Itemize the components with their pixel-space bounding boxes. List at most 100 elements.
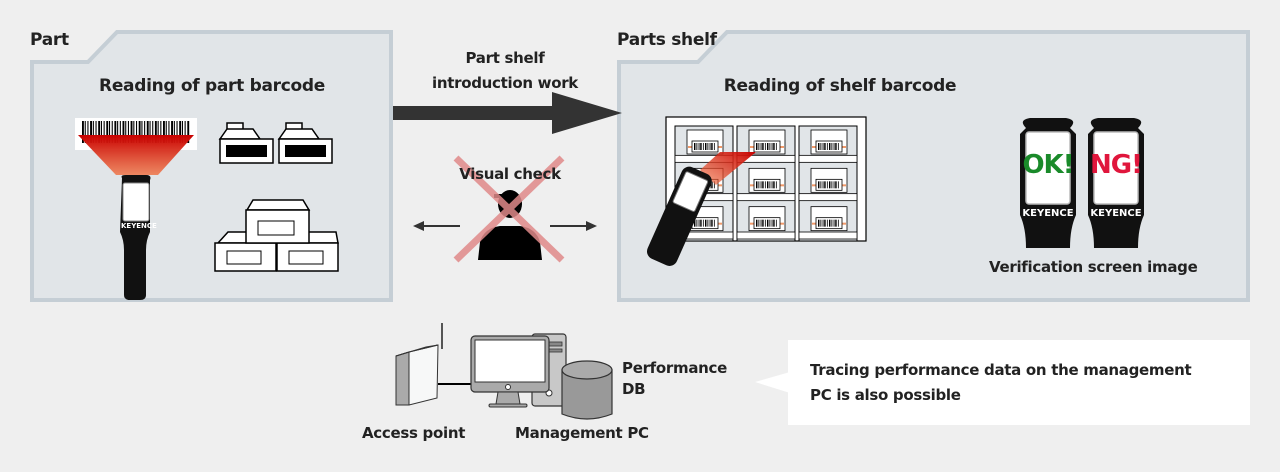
barcode-bar (830, 181, 832, 189)
management-pc-label: Management PC (515, 424, 649, 442)
barcode-bar (714, 181, 715, 189)
callout-line2: PC is also possible (810, 386, 961, 404)
part-tray-icon (218, 122, 274, 164)
barcode-bar (759, 219, 761, 227)
barcode-bar (757, 181, 759, 189)
barcode-bar (168, 121, 170, 143)
shelf-board (798, 154, 858, 163)
barcode-bar (825, 143, 827, 150)
barcode-bar (818, 143, 820, 150)
barcode-bar (119, 121, 121, 143)
barcode-bar (838, 143, 839, 150)
barcode-bar (838, 219, 839, 227)
barcode-bar (823, 143, 825, 150)
barcode-bar (827, 143, 828, 150)
barcode-bar (187, 121, 190, 143)
shelf-barcode (815, 217, 843, 230)
barcode-bar (163, 121, 165, 143)
barcode-bar (125, 121, 127, 143)
barcode-bar (144, 121, 146, 143)
barcode-bar (767, 219, 769, 227)
barcode-bar (699, 143, 701, 150)
part-panel-tab: Part (30, 30, 69, 50)
barcode-bar (776, 219, 777, 227)
barcode-bar (708, 219, 710, 227)
shelf-barcode (753, 217, 781, 230)
barcode-bar (111, 121, 113, 143)
barcode-bar (703, 219, 704, 227)
barcode-bar (712, 181, 714, 189)
shelf-panel-tab: Parts shelf (617, 30, 717, 50)
barcode-bar (763, 143, 765, 150)
barcode-bar (703, 143, 704, 150)
barcode-bar (92, 121, 94, 143)
barcode-bar (708, 143, 710, 150)
barcode-bar (759, 143, 761, 150)
database-icon (561, 360, 613, 420)
barcode-bar (106, 121, 109, 143)
barcode-bar (154, 121, 157, 143)
barcode-bar (761, 219, 763, 227)
barcode-bar (823, 181, 825, 189)
barcode-bar (712, 143, 714, 150)
barcode-bar (819, 143, 821, 150)
flow-arrow-label-line1: Part shelf (465, 49, 545, 67)
shelf-scan-beam (700, 152, 756, 185)
barcode-bar (827, 181, 828, 189)
barcode-bar (710, 143, 712, 150)
barcode-bar (98, 121, 101, 143)
shelf-board (798, 193, 858, 202)
barcode-bar (149, 121, 151, 143)
handheld-scanner-icon (120, 175, 151, 300)
flow-arrow (393, 92, 622, 134)
ng-device-brand: KEYENCE (1090, 208, 1142, 219)
barcode-bar (763, 219, 765, 227)
performance-db-label-line2: DB (622, 380, 646, 398)
callout-box: Tracing performance data on the manageme… (788, 340, 1250, 425)
barcode-bar (122, 121, 125, 143)
barcode-bar (712, 219, 714, 227)
barcode-bar (767, 143, 769, 150)
barcode-bar (710, 219, 712, 227)
barcode-bar (184, 121, 186, 143)
flow-arrow-label-line2: introduction work (432, 74, 578, 92)
barcode-bar (823, 219, 825, 227)
barcode-bar (757, 143, 759, 150)
barcode-bar (173, 121, 175, 143)
barcode-bar (157, 121, 159, 143)
barcode-bar (705, 219, 707, 227)
barcode-bar (701, 219, 703, 227)
shelf-barcode (753, 178, 781, 191)
barcode-bar (756, 219, 758, 227)
barcode-bar (114, 121, 117, 143)
barcode-bar (152, 121, 154, 143)
barcode-bar (714, 219, 715, 227)
barcode-bar (87, 121, 89, 143)
barcode-bar (95, 121, 97, 143)
barcode-bar (757, 219, 759, 227)
barcode-bar (829, 143, 831, 150)
barcode-bar (834, 143, 836, 150)
barcode-bar (714, 143, 715, 150)
barcode-bar (770, 219, 772, 227)
barcode-bar (103, 121, 105, 143)
access-point-icon (395, 323, 472, 406)
barcode-bar (761, 143, 763, 150)
callout-pointer (755, 372, 790, 393)
barcode-bar (84, 121, 86, 143)
ok-device-brand: KEYENCE (1022, 208, 1074, 219)
barcode-bar (136, 121, 138, 143)
barcode-bar (141, 121, 143, 143)
barcode-bar (127, 121, 129, 143)
part-tray-icon (277, 122, 333, 164)
barcode-bar (829, 181, 831, 189)
barcode-bar (765, 181, 766, 189)
barcode-bar (832, 181, 834, 189)
scan-beam (78, 135, 194, 175)
barcode-bar (761, 181, 763, 189)
barcode-bar (829, 219, 831, 227)
barcode-bar (146, 121, 149, 143)
barcode-bar (774, 181, 776, 189)
barcode-bar (772, 219, 774, 227)
